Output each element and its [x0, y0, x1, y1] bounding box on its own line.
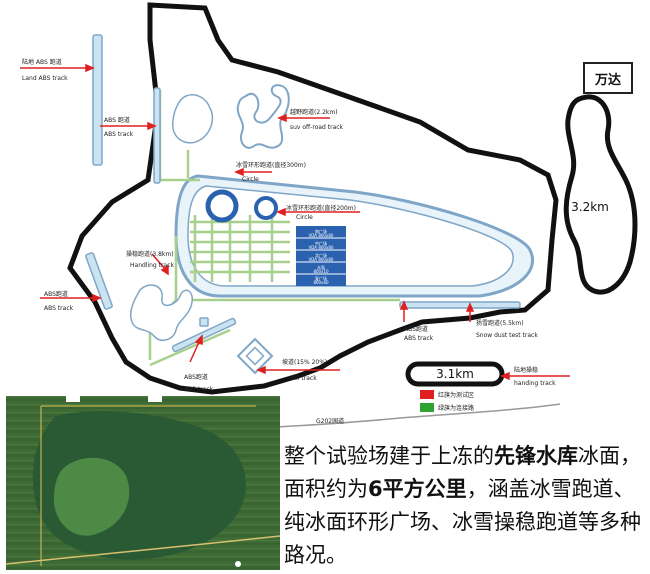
- snow-dust-label-cn: 扬雪跑道(5.5km): [476, 319, 524, 327]
- wanda-brand-box: 万达: [583, 62, 633, 94]
- plaza-stack: [296, 226, 346, 286]
- legend-red-label: 红旗为测试区: [438, 391, 474, 399]
- abs-mid-label-en: ABS track: [404, 335, 434, 342]
- handling-track: [129, 284, 193, 341]
- land-handling-label-cn: 陆地操稳: [514, 366, 538, 374]
- circle1-label-cn: 冰雪环形跑道(直径300m): [236, 161, 306, 169]
- abs-left-label-cn: ABS跑道: [44, 290, 68, 298]
- plaza-2-name: 中广场: [315, 240, 327, 246]
- land-abs-label-en: Land ABS track: [22, 75, 68, 82]
- distance-bottom: 3.1km: [436, 367, 474, 381]
- hill-label-en: Hill track: [290, 375, 317, 382]
- circle2-label-en: Circle: [296, 214, 313, 221]
- abs-bottom-label-en: ABS track: [184, 386, 214, 393]
- desc-part-3: ，涵盖冰雪跑道、纯冰面环形广场、冰雪操稳跑道等多种路况。: [284, 477, 641, 567]
- circle-200m: [254, 196, 278, 220]
- plaza-2-size: VDA 800x80: [309, 245, 334, 250]
- plaza-3-size: VDA 800x80: [309, 257, 334, 262]
- g202-road-label: G202国道: [316, 417, 344, 425]
- hill-track: [236, 337, 274, 375]
- circle2-label-cn: 冰雪环形跑道(直径200m): [286, 204, 356, 212]
- plaza-3-name: 北广场: [315, 252, 327, 258]
- plaza-5-size: 800x60: [313, 280, 329, 285]
- land-abs-label-cn: 陆地 ABS 跑道: [22, 58, 62, 66]
- legend-green-label: 绿旗为连接路: [438, 404, 474, 412]
- site-description: 整个试验场建于上冻的先锋水库冰面，面积约为6平方公里，涵盖冰雪跑道、纯冰面环形广…: [284, 440, 644, 572]
- snow-dust-label-en: Snow dust test track: [476, 332, 538, 339]
- offroad-label-cn: 越野跑道(2.2km): [290, 108, 338, 116]
- lake-3-1km: [405, 361, 505, 387]
- small-lake: [172, 94, 214, 144]
- legend-green-flag: [420, 403, 434, 412]
- land-handling-label-en: handing track: [514, 380, 556, 387]
- legend-red-flag: [420, 390, 434, 399]
- plaza-labels: 南广场 VDA 800x80 中广场 VDA 800x80 北广场 VDA 80…: [309, 228, 334, 285]
- plaza-4-name: 水面: [317, 264, 325, 270]
- handling-label-cn: 操稳跑道(3.8km): [126, 250, 174, 258]
- abs-label-en: ABS track: [104, 131, 134, 138]
- circle1-label-en: Circle: [242, 176, 259, 183]
- plaza-1-name: 南广场: [315, 228, 327, 234]
- red-pointers: [20, 63, 570, 381]
- abs-bottom-label-cn: ABS跑道: [184, 373, 208, 381]
- abs-left-label-en: ABS track: [44, 305, 74, 312]
- abs-mid-label-cn: ABS跑道: [404, 325, 428, 333]
- offroad-label-en: suv off-road track: [290, 124, 344, 131]
- plaza-4-size: 800x10: [313, 269, 329, 274]
- abs-track-bars: [85, 34, 521, 353]
- plaza-5-name: 复广场: [315, 275, 327, 281]
- desc-part-2: 冰面，面积约为: [284, 444, 641, 501]
- desc-bold-2: 6平方公里: [368, 477, 467, 501]
- lake-3-2km: [563, 94, 638, 295]
- hill-label-cn: 坡道(15% 20%): [282, 358, 327, 366]
- desc-part-1: 整个试验场建于上冻的: [284, 444, 494, 468]
- plaza-1-size: VDA 800x80: [309, 233, 334, 238]
- handling-label-en: Handling track: [130, 262, 174, 269]
- circle-300m: [205, 189, 239, 223]
- desc-bold-1: 先锋水库: [494, 444, 578, 468]
- abs-label-cn: ABS 跑道: [104, 116, 130, 124]
- satellite-photo: [6, 396, 280, 570]
- distance-right: 3.2km: [571, 200, 609, 214]
